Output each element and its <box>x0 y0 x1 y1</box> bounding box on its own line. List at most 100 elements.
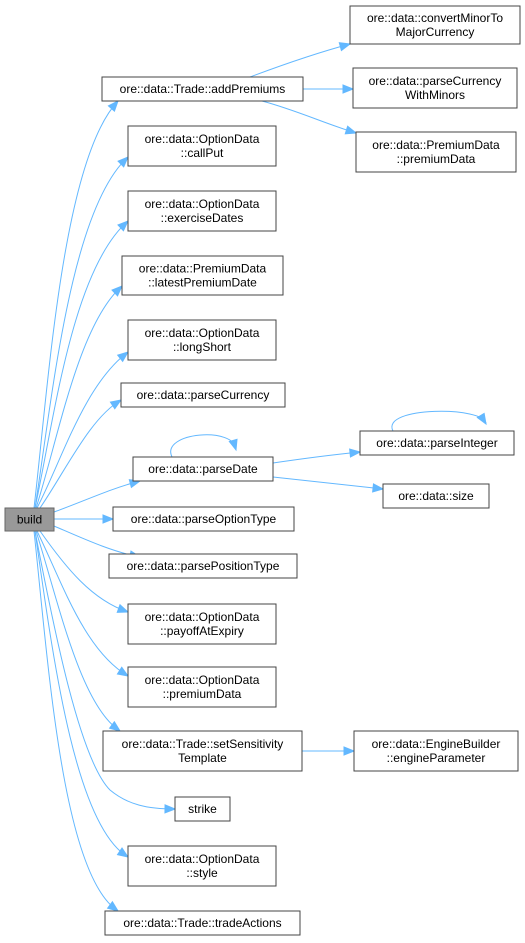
edge-arrowhead <box>343 746 356 756</box>
node-box[interactable] <box>112 506 295 532</box>
node-box[interactable] <box>382 483 490 509</box>
node-box[interactable] <box>127 666 277 708</box>
edge-build-to-payoffAtExpiry <box>39 530 130 613</box>
node-box[interactable] <box>127 319 277 361</box>
edge-arrowhead <box>344 125 358 135</box>
node-tradeActions[interactable]: ore::data::Trade::tradeActions <box>104 910 301 936</box>
edge-build-to-setSensitivityTemplate <box>35 530 122 732</box>
edge-arrowhead <box>117 156 129 168</box>
edge-arrowhead <box>108 720 122 732</box>
node-label-line: ore::data::size <box>398 489 474 503</box>
node-strike[interactable]: strike <box>174 796 231 822</box>
node-box[interactable] <box>104 910 301 936</box>
node-latestPremiumDate[interactable]: ore::data::PremiumData::latestPremiumDat… <box>121 255 284 296</box>
node-build[interactable]: build <box>4 507 55 532</box>
node-box[interactable] <box>108 553 298 579</box>
node-exerciseDates[interactable]: ore::data::OptionData::exerciseDates <box>127 190 277 232</box>
edge-line <box>272 451 361 464</box>
node-label-line: ore::data::OptionData <box>145 852 260 866</box>
edge-arrowhead <box>116 847 130 858</box>
node-box[interactable] <box>127 125 277 167</box>
edge-arrowhead <box>111 285 123 297</box>
edge-build-to-strike <box>34 530 177 814</box>
edge-arrowhead <box>338 42 352 52</box>
node-parsePositionType[interactable]: ore::data::parsePositionType <box>108 553 298 579</box>
node-premiumDataOD[interactable]: ore::data::OptionData::premiumData <box>127 666 277 708</box>
node-parseDate[interactable]: ore::data::parseDate <box>132 456 274 482</box>
node-parseCurrency[interactable]: ore::data::parseCurrency <box>120 382 286 408</box>
edge-line <box>34 530 176 810</box>
node-label-line: ore::data::PremiumData <box>372 138 500 152</box>
edge-parseDate-to-size <box>272 476 385 493</box>
node-box[interactable] <box>352 67 518 109</box>
node-label-line: MajorCurrency <box>396 25 475 39</box>
node-label-line: ore::data::parseInteger <box>376 436 497 450</box>
node-box[interactable] <box>132 456 274 482</box>
edge-arrowhead <box>107 99 119 113</box>
node-box[interactable] <box>127 845 277 887</box>
node-parseInteger[interactable]: ore::data::parseInteger <box>359 430 515 456</box>
node-box[interactable] <box>4 507 55 532</box>
node-label-line: ore::data::Trade::tradeActions <box>123 916 281 930</box>
edge-addPremiums-to-convertMinorToMajor <box>249 42 352 78</box>
edge-arrowhead <box>164 804 177 814</box>
node-label-line: ::longShort <box>173 340 232 354</box>
edge-line <box>34 156 129 509</box>
node-engineParameter[interactable]: ore::data::EngineBuilder::engineParamete… <box>353 730 519 772</box>
node-box[interactable] <box>127 603 277 645</box>
edge-parseDate-to-parseInteger <box>272 448 362 464</box>
node-size[interactable]: ore::data::size <box>382 483 490 509</box>
edge-line <box>272 476 384 490</box>
edge-build-to-exerciseDates <box>34 220 129 509</box>
node-label-line: WithMinors <box>405 88 465 102</box>
node-label-line: ::payoffAtExpiry <box>160 624 244 638</box>
node-box[interactable] <box>121 255 284 296</box>
edge-arrowhead <box>109 399 123 410</box>
node-box[interactable] <box>349 5 521 45</box>
edge-build-to-longShort <box>36 351 130 509</box>
node-box[interactable] <box>174 796 231 822</box>
node-parseOptionType[interactable]: ore::data::parseOptionType <box>112 506 295 532</box>
node-payoffAtExpiry[interactable]: ore::data::OptionData::payoffAtExpiry <box>127 603 277 645</box>
edge-line <box>33 530 119 912</box>
edge-line <box>170 434 237 458</box>
edge-line <box>35 530 121 732</box>
edge-parseInteger-to-parseInteger <box>391 410 487 432</box>
node-style[interactable]: ore::data::OptionData::style <box>127 845 277 887</box>
node-label-line: ::callPut <box>181 146 224 160</box>
node-box[interactable] <box>120 382 286 408</box>
node-addPremiums[interactable]: ore::data::Trade::addPremiums <box>101 76 304 102</box>
node-callPut[interactable]: ore::data::OptionData::callPut <box>127 125 277 167</box>
edge-build-to-latestPremiumDate <box>35 285 123 509</box>
node-label-line: ::engineParameter <box>387 751 486 765</box>
node-box[interactable] <box>101 76 304 102</box>
node-label-line: strike <box>188 802 217 816</box>
edge-arrowhead <box>349 448 362 458</box>
edge-line <box>36 530 129 677</box>
edge-addPremiums-to-parseCurrencyWithMinors <box>303 84 355 94</box>
edge-build-to-style <box>34 530 130 858</box>
edge-line <box>35 285 123 509</box>
node-box[interactable] <box>355 131 517 173</box>
node-label-line: ore::data::Trade::addPremiums <box>120 82 286 96</box>
edge-arrowhead <box>117 220 129 232</box>
node-box[interactable] <box>102 730 303 772</box>
node-label-line: ::style <box>186 866 218 880</box>
edge-line <box>34 220 129 509</box>
node-label-line: build <box>17 513 42 527</box>
node-label-line: ore::data::EngineBuilder <box>372 737 501 751</box>
node-box[interactable] <box>127 190 277 232</box>
node-box[interactable] <box>359 430 515 456</box>
node-premiumDataPD[interactable]: ore::data::PremiumData::premiumData <box>355 131 517 173</box>
edge-build-to-premiumDataOD <box>36 530 130 677</box>
node-box[interactable] <box>353 730 519 772</box>
edge-build-to-tradeActions <box>33 530 120 912</box>
edge-line <box>39 399 122 509</box>
edge-build-to-addPremiums <box>33 99 119 509</box>
edge-line <box>34 530 129 858</box>
node-longShort[interactable]: ore::data::OptionData::longShort <box>127 319 277 361</box>
